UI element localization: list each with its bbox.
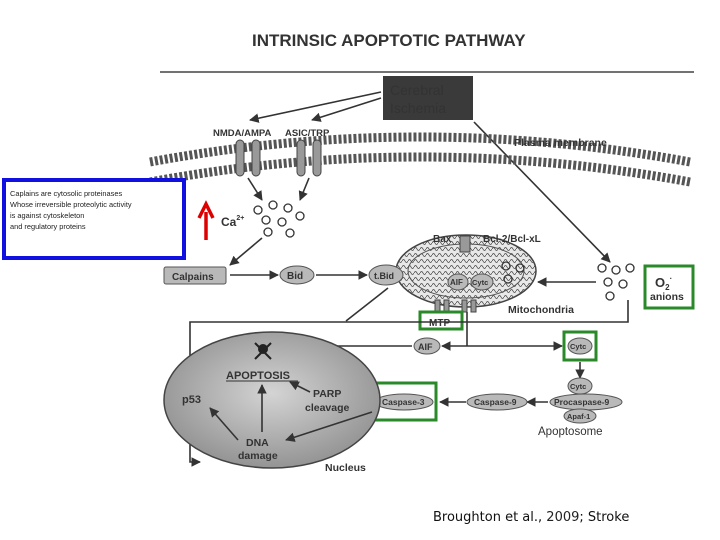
citation-authors: Broughton et al., <box>433 510 547 525</box>
aif-label: AIF <box>418 342 433 352</box>
calcium-increase-icon <box>197 200 215 240</box>
arrow-ischemia-to-o2 <box>473 121 611 263</box>
caspase9-label: Caspase-9 <box>474 397 517 407</box>
tbid-node <box>368 264 404 286</box>
apaf1-node <box>563 408 597 424</box>
calpains-label: Calpains <box>172 272 214 283</box>
calpains-info-callout: Caplains are cytosolic proteinases Whose… <box>2 178 186 260</box>
dna-label-1: DNA <box>246 437 269 449</box>
cytc-mito-node <box>470 273 494 291</box>
mitochondria-label: Mitochondria <box>508 304 574 316</box>
mito-cytc-particles <box>501 261 525 284</box>
apaf1-label: Apaf-1 <box>567 412 590 421</box>
mtp-label: MTP <box>429 318 450 329</box>
tbid-label: t.Bid <box>374 271 394 281</box>
cytc-highlight <box>562 330 598 362</box>
skull-crossbones-icon <box>254 342 272 360</box>
callout-line: Whose irreversible proteolytic activity <box>10 200 132 209</box>
nmda-ampa-channel <box>235 139 261 177</box>
calcium-label: Ca2+ <box>221 215 244 229</box>
callout-line: is against cytoskeleton <box>10 211 85 220</box>
o2-anions-highlight <box>643 264 695 310</box>
diagram-title: INTRINSIC APOPTOTIC PATHWAY <box>252 31 526 50</box>
arrow-caspase3-to-dna <box>285 411 373 442</box>
aif-node <box>413 337 441 355</box>
bax-channel <box>459 235 471 253</box>
apoptosome-label: Apoptosome <box>538 426 603 438</box>
nucleus-label: Nucleus <box>325 462 366 474</box>
arrow-ischemia-to-asic <box>311 97 382 122</box>
plasma-membrane-label: Plasma membrane <box>514 137 607 149</box>
cytc-apop-label: Cytc <box>570 382 586 391</box>
arrow-asic-to-calcium <box>298 177 310 201</box>
callout-line: and regulatory proteins <box>10 222 86 231</box>
cerebral-ischemia-line2: Ischemia <box>390 100 446 116</box>
parp-label-2: cleavage <box>305 402 350 414</box>
bax-label: Bax <box>433 234 452 245</box>
aif-mito-label: AIF <box>450 278 463 287</box>
plasma-membrane <box>149 132 691 187</box>
citation: Broughton et al., 2009; Stroke <box>433 510 629 525</box>
bid-node <box>279 265 315 285</box>
callout-line: Caplains are cytosolic proteinases <box>10 189 123 198</box>
cerebral-ischemia-box <box>383 76 473 120</box>
bcl2-label: Bcl-2/Bcl-xL <box>483 234 541 245</box>
caspase3-label: Caspase-3 <box>382 397 425 407</box>
citation-year: 2009 <box>546 510 580 525</box>
dna-label-2: damage <box>238 450 278 462</box>
arrow-parp-to-apoptosis <box>289 381 311 393</box>
cytc-mito-label: Cytc <box>472 278 488 287</box>
asic-trp-label: ASIC/TRP <box>285 128 330 139</box>
arrow-o2-to-nucleus <box>189 300 629 467</box>
calcium-ions <box>253 200 305 238</box>
superoxide-particles <box>597 263 635 301</box>
calpains-node <box>163 266 227 285</box>
citation-journal: ; Stroke <box>579 510 630 525</box>
caspase9-node <box>466 393 528 411</box>
p53-label: p53 <box>182 394 201 406</box>
o2-label: O2· <box>655 274 672 292</box>
aif-mito-node <box>447 273 469 291</box>
parp-label-1: PARP <box>313 388 341 400</box>
arrow-ischemia-to-nmda <box>249 91 382 123</box>
cerebral-ischemia-line1: Cerebral <box>390 82 444 98</box>
procaspase9-label: Procaspase-9 <box>554 397 610 407</box>
arrow-dna-to-p53 <box>209 407 239 441</box>
anions-label: anions <box>650 291 684 303</box>
cytc-label: Cytc <box>570 342 586 351</box>
mtp-highlight <box>418 310 464 331</box>
arrow-calcium-to-calpains <box>229 237 263 266</box>
asic-trp-channel <box>296 139 322 177</box>
nmda-ampa-label: NMDA/AMPA <box>213 128 272 139</box>
bid-label: Bid <box>287 271 303 282</box>
apoptosis-label: APOPTOSIS <box>226 370 290 382</box>
nucleus <box>163 331 381 469</box>
cytc-node <box>567 337 593 355</box>
callout-text: Caplains are cytosolic proteinases Whose… <box>10 188 182 232</box>
arrow-nmda-to-calcium <box>247 177 263 201</box>
arrow-mito-to-nucleus <box>345 287 389 322</box>
